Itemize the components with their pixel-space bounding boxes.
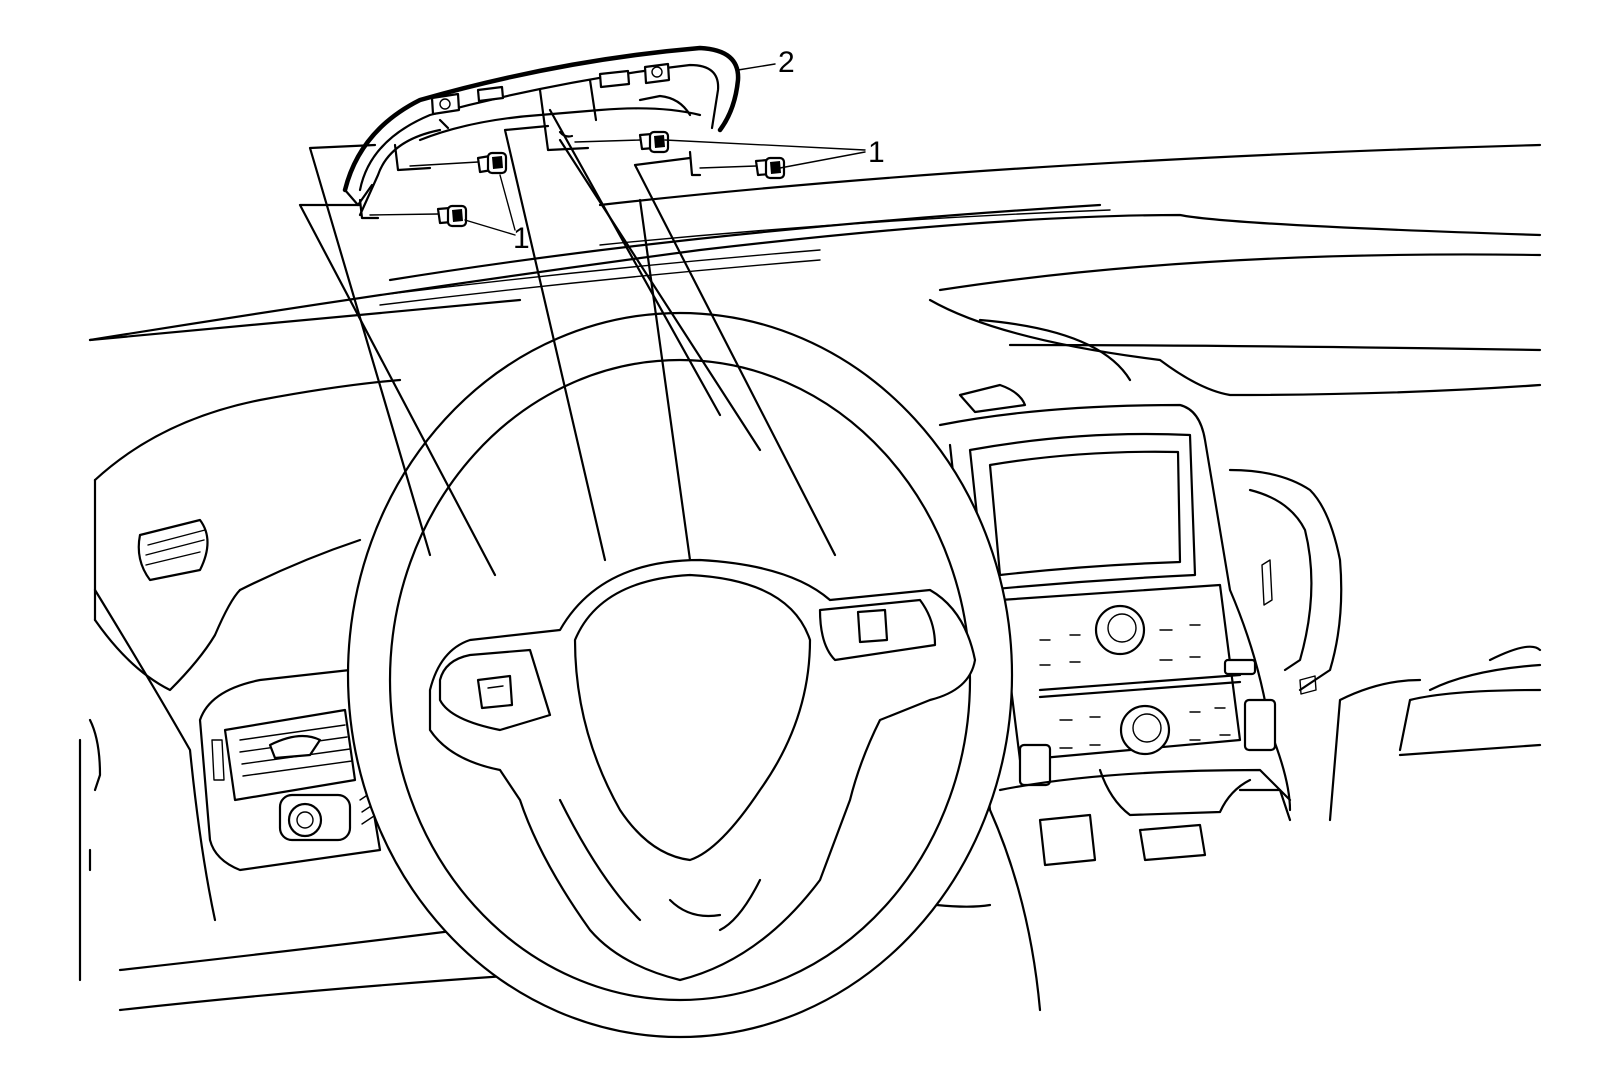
bolt-icon	[574, 130, 670, 154]
callout-1-right: 1	[868, 136, 885, 169]
knob-icon	[278, 793, 352, 842]
exploded-view-lines	[298, 108, 837, 577]
instrument-panel	[78, 143, 1542, 1012]
bolt-icon	[699, 156, 786, 180]
callout-leaders	[464, 63, 866, 236]
air-vent-icon	[137, 518, 209, 582]
bolt-icon	[409, 151, 508, 175]
callout-1-left: 1	[513, 222, 530, 255]
bolt-icon	[369, 204, 468, 228]
callout-2-trim-panel: 2	[778, 46, 795, 79]
trim-panel	[342, 45, 741, 220]
display-screen-icon	[968, 432, 1197, 592]
steering-wheel-icon	[346, 311, 1014, 1039]
knob-icon	[1094, 604, 1146, 656]
knob-icon	[1119, 704, 1171, 756]
